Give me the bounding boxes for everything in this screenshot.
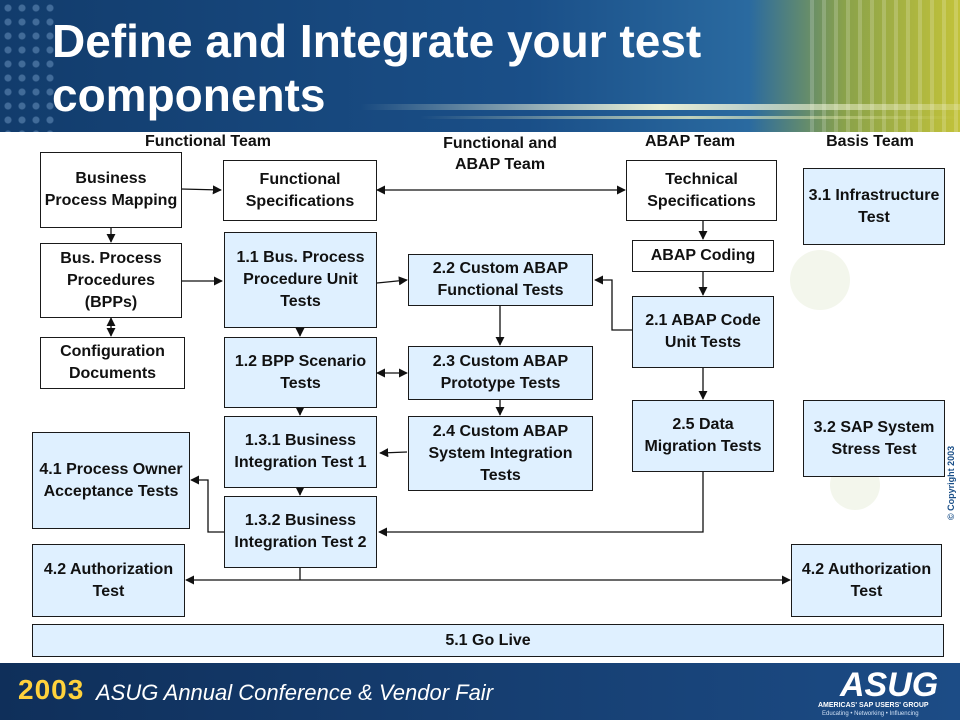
box-authorization-test-right: 4.2 Authorization Test bbox=[791, 544, 942, 617]
arrow-bit2-to-poa bbox=[190, 475, 224, 533]
light-streak-decoration bbox=[360, 104, 960, 110]
light-streak-decoration-2 bbox=[420, 116, 960, 119]
copyright-text: © Copyright 2003 bbox=[946, 445, 956, 520]
arrow-datamig-to-bit2 bbox=[378, 472, 704, 537]
footer-year: 2003 bbox=[18, 674, 85, 705]
box-infrastructure-test: 3.1 Infrastructure Test bbox=[803, 168, 945, 245]
arrow-custsys-to-bit1 bbox=[379, 448, 408, 458]
team-label-abap: ABAP Team bbox=[644, 133, 736, 150]
box-data-migration-tests: 2.5 Data Migration Tests bbox=[632, 400, 774, 472]
team-label-functional: Functional Team bbox=[145, 133, 271, 150]
box-configuration-documents: Configuration Documents bbox=[40, 337, 185, 389]
box-abap-coding: ABAP Coding bbox=[632, 240, 774, 272]
footer-conference-name: ASUG Annual Conference & Vendor Fair bbox=[96, 680, 494, 705]
page-title: Define and Integrate your test component… bbox=[52, 15, 702, 121]
arrow-bpm-to-fspec bbox=[180, 185, 222, 195]
box-business-process-mapping: Business Process Mapping bbox=[40, 152, 182, 228]
arrow-unit-to-custfunc bbox=[376, 276, 408, 286]
asug-logo: ASUG bbox=[840, 666, 939, 704]
box-authorization-test-left: 4.2 Authorization Test bbox=[32, 544, 185, 617]
box-process-owner-acceptance-tests: 4.1 Process Owner Acceptance Tests bbox=[32, 432, 190, 529]
box-bus-process-procedures: Bus. Process Procedures (BPPs) bbox=[40, 243, 182, 318]
arrow-abapunit-to-custfunc bbox=[594, 275, 632, 331]
box-functional-specifications: Functional Specifications bbox=[223, 160, 377, 221]
box-business-integration-test-1: 1.3.1 Business Integration Test 1 bbox=[224, 416, 377, 488]
box-custom-abap-system-integration-tests: 2.4 Custom ABAP System Integration Tests bbox=[408, 416, 593, 491]
box-custom-abap-prototype-tests: 2.3 Custom ABAP Prototype Tests bbox=[408, 346, 593, 400]
box-technical-specifications: Technical Specifications bbox=[626, 160, 777, 221]
box-custom-abap-functional-tests: 2.2 Custom ABAP Functional Tests bbox=[408, 254, 593, 306]
box-bpp-unit-tests: 1.1 Bus. Process Procedure Unit Tests bbox=[224, 232, 377, 328]
team-label-basis: Basis Team bbox=[826, 133, 914, 150]
box-sap-system-stress-test: 3.2 SAP System Stress Test bbox=[803, 400, 945, 477]
background-bubble bbox=[790, 250, 850, 310]
asug-logo-subtitle: AMERICAS' SAP USERS' GROUP bbox=[818, 702, 929, 709]
title-banner bbox=[0, 0, 960, 132]
box-business-integration-test-2: 1.3.2 Business Integration Test 2 bbox=[224, 496, 377, 568]
asug-logo-tagline: Educating • Networking • Influencing bbox=[822, 711, 919, 717]
team-label-functional-abap: Functional and ABAP Team bbox=[443, 135, 557, 173]
box-abap-code-unit-tests: 2.1 ABAP Code Unit Tests bbox=[632, 296, 774, 368]
stripe-decoration bbox=[810, 0, 960, 132]
dot-pattern-decoration bbox=[0, 0, 60, 132]
footer-banner bbox=[0, 663, 960, 720]
box-go-live: 5.1 Go Live bbox=[32, 624, 944, 657]
box-bpp-scenario-tests: 1.2 BPP Scenario Tests bbox=[224, 337, 377, 408]
